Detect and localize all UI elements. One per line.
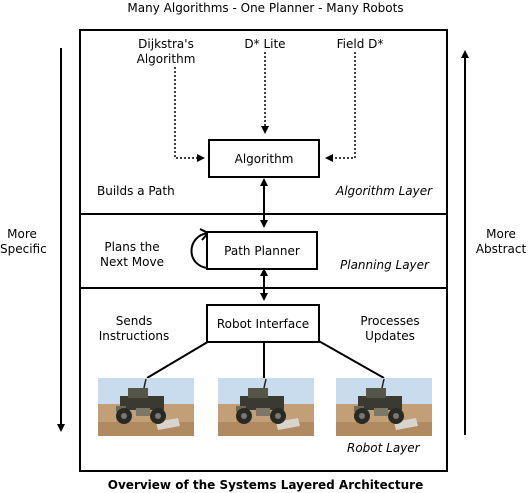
planner-loop [190, 232, 209, 269]
robot-layer-name: Robot Layer [347, 441, 420, 455]
planning-layer-name: Planning Layer [340, 258, 429, 272]
path-planner-node: Path Planner [206, 231, 318, 270]
robot-layer-note-right: Processes Updates [360, 314, 420, 343]
robot-image-3 [336, 378, 432, 436]
source-dstar-lite: D* Lite [244, 37, 286, 51]
source-field-dstar: Field D* [336, 37, 384, 51]
robot-link-left [146, 339, 212, 379]
source-dijkstra: Dijkstra's Algorithm [136, 37, 196, 66]
robot-layer-note-left: Sends Instructions [98, 314, 170, 343]
dijkstra-connector [174, 67, 205, 162]
algorithm-node: Algorithm [208, 139, 320, 178]
diagram-title: Many Algorithms - One Planner - Many Rob… [127, 1, 404, 15]
algorithm-layer-note: Builds a Path [97, 184, 175, 198]
more-specific-label: More Specific [0, 227, 47, 256]
robot-image-1 [98, 378, 194, 436]
robot-image-2 [218, 378, 314, 436]
planning-layer-note: Plans the Next Move [100, 240, 164, 269]
diagram-caption: Overview of the Systems Layered Architec… [107, 478, 424, 492]
robot-interface-node: Robot Interface [206, 304, 320, 343]
robot-link-right [316, 339, 385, 379]
more-abstract-label: More Abstract [475, 227, 527, 256]
algorithm-layer-name: Algorithm Layer [336, 184, 433, 198]
field-dstar-connector [325, 52, 356, 162]
